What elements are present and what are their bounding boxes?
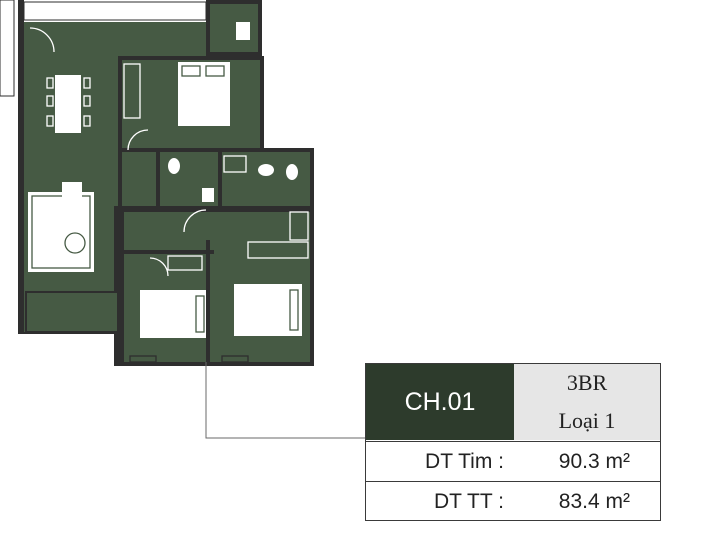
gross-area-label: DT Tim :: [425, 449, 504, 473]
net-area-row: DT TT : 83.4 m²: [366, 481, 660, 521]
leader-line: [205, 362, 366, 439]
unit-code: CH.01: [366, 364, 514, 440]
net-area-label: DT TT :: [433, 489, 504, 513]
gross-area-value: 90.3 m²: [558, 449, 630, 473]
gross-area-row: DT Tim : 90.3 m²: [366, 441, 660, 481]
building-edge: [0, 0, 15, 97]
unit-info-table: CH.01 3BR Loại 1 DT Tim : 90.3 m² DT TT …: [365, 363, 661, 521]
net-area-value: 83.4 m²: [558, 489, 630, 513]
unit-type: 3BR: [514, 364, 660, 403]
floor-plan-furniture: [28, 5, 309, 363]
unit-layout: Loại 1: [514, 402, 660, 440]
